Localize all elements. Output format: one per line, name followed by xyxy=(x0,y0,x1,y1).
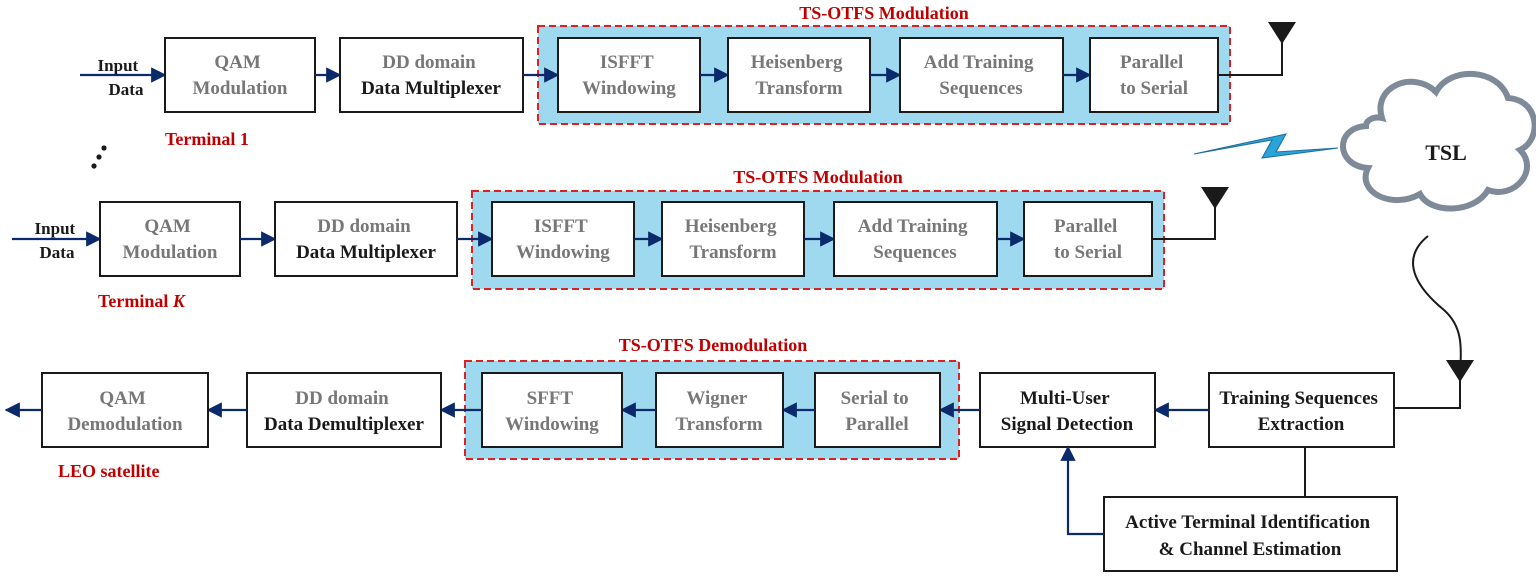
svg-text:Add Training Sequences: Add Training Sequences xyxy=(858,216,972,263)
terminal-k-chain: TS-OTFS Modulation Input Data QAM Modula… xyxy=(12,167,1229,311)
svg-text:QAM Modulation: QAM Modulation xyxy=(192,52,287,99)
svg-text:Heisenberg Transform: Heisenberg Transform xyxy=(685,216,782,263)
qam-demodulation-block xyxy=(41,372,209,448)
qam-modulation-block-1 xyxy=(164,37,316,113)
svg-text:ISFFT Windowing: ISFFT Windowing xyxy=(516,216,610,263)
dd-domain-data-demultiplexer-block xyxy=(246,372,442,448)
wireless-link-icon xyxy=(1193,133,1339,159)
svg-text:Serial to Parallel: Serial to Parallel xyxy=(841,388,914,435)
svg-text:ISFFT Windowing: ISFFT Windowing xyxy=(582,52,676,99)
svg-text:Active Terminal Identification: Active Terminal Identification & Channel… xyxy=(1125,512,1375,560)
heisenberg-transform-block-1 xyxy=(727,37,871,113)
dd-domain-data-multiplexer-block-1 xyxy=(339,37,524,113)
heisenberg-transform-block-k xyxy=(661,201,805,277)
channel-link-line xyxy=(1412,235,1462,373)
svg-text:QAM Modulation: QAM Modulation xyxy=(122,216,217,263)
multi-user-signal-detection-block xyxy=(979,372,1156,448)
terminal-k-label: Terminal K xyxy=(98,291,187,311)
svg-text:Parallel to Serial: Parallel to Serial xyxy=(1120,52,1188,99)
terminal-1-label: Terminal 1 xyxy=(165,129,249,149)
wigner-transform-block xyxy=(655,372,784,448)
isfft-windowing-block-1 xyxy=(557,37,701,113)
svg-text:Add Training Sequences: Add Training Sequences xyxy=(924,52,1038,99)
add-training-sequences-block-1 xyxy=(899,37,1064,113)
antenna-icon xyxy=(1268,22,1296,44)
parallel-to-serial-block-1 xyxy=(1089,37,1219,113)
active-terminal-identification-block xyxy=(1103,496,1398,572)
ts-otfs-modulation-title-k: TS-OTFS Modulation xyxy=(733,167,903,187)
svg-text:SFFT Windowing: SFFT Windowing xyxy=(505,388,599,435)
channel: TSL xyxy=(1193,70,1536,373)
svg-text:QAM Demodulation: QAM Demodulation xyxy=(67,388,183,435)
svg-text:DD domain Data Multiplex: DD domain Data Multiplexer xyxy=(361,52,501,99)
terminal-1-chain: TS-OTFS Modulation Input Data QAM Modula… xyxy=(80,3,1296,149)
input-data-label-1: Input Data xyxy=(98,56,144,99)
input-data-label-k: Input Data xyxy=(35,219,80,262)
qam-modulation-block-k xyxy=(99,201,241,277)
tsl-label: TSL xyxy=(1425,140,1467,165)
svg-text:Multi-User Signal Detect: Multi-User Signal Detection xyxy=(1001,388,1134,435)
svg-text:DD domain Data Multiplex: DD domain Data Multiplexer xyxy=(296,216,436,263)
ts-otfs-modulation-title-1: TS-OTFS Modulation xyxy=(799,3,969,23)
leo-satellite-label: LEO satellite xyxy=(58,461,160,481)
receiver-chain: TS-OTFS Demodulation Training Sequences … xyxy=(4,335,1474,572)
training-sequences-extraction-block xyxy=(1208,372,1395,448)
isfft-windowing-block-k xyxy=(491,201,635,277)
antenna-icon xyxy=(1201,187,1229,209)
add-training-sequences-block-k xyxy=(833,201,998,277)
svg-text:Heisenberg Transform: Heisenberg Transform xyxy=(751,52,848,99)
serial-to-parallel-block xyxy=(814,372,941,448)
svg-text:Wigner Transform: Wigner Transform xyxy=(675,388,762,435)
antenna-icon xyxy=(1446,360,1474,382)
ts-otfs-demodulation-title: TS-OTFS Demodulation xyxy=(619,335,808,355)
svg-text:DD domain Data Demultipl: DD domain Data Demultiplexer xyxy=(264,388,424,435)
dd-domain-data-multiplexer-block-k xyxy=(274,201,458,277)
cloud-icon xyxy=(1340,70,1536,212)
svg-text:Parallel to Serial: Parallel to Serial xyxy=(1054,216,1122,263)
svg-text:Training Sequences Extra: Training Sequences Extraction xyxy=(1219,388,1382,435)
sfft-windowing-block xyxy=(481,372,623,448)
ellipsis-dots xyxy=(91,145,107,169)
parallel-to-serial-block-k xyxy=(1023,201,1153,277)
